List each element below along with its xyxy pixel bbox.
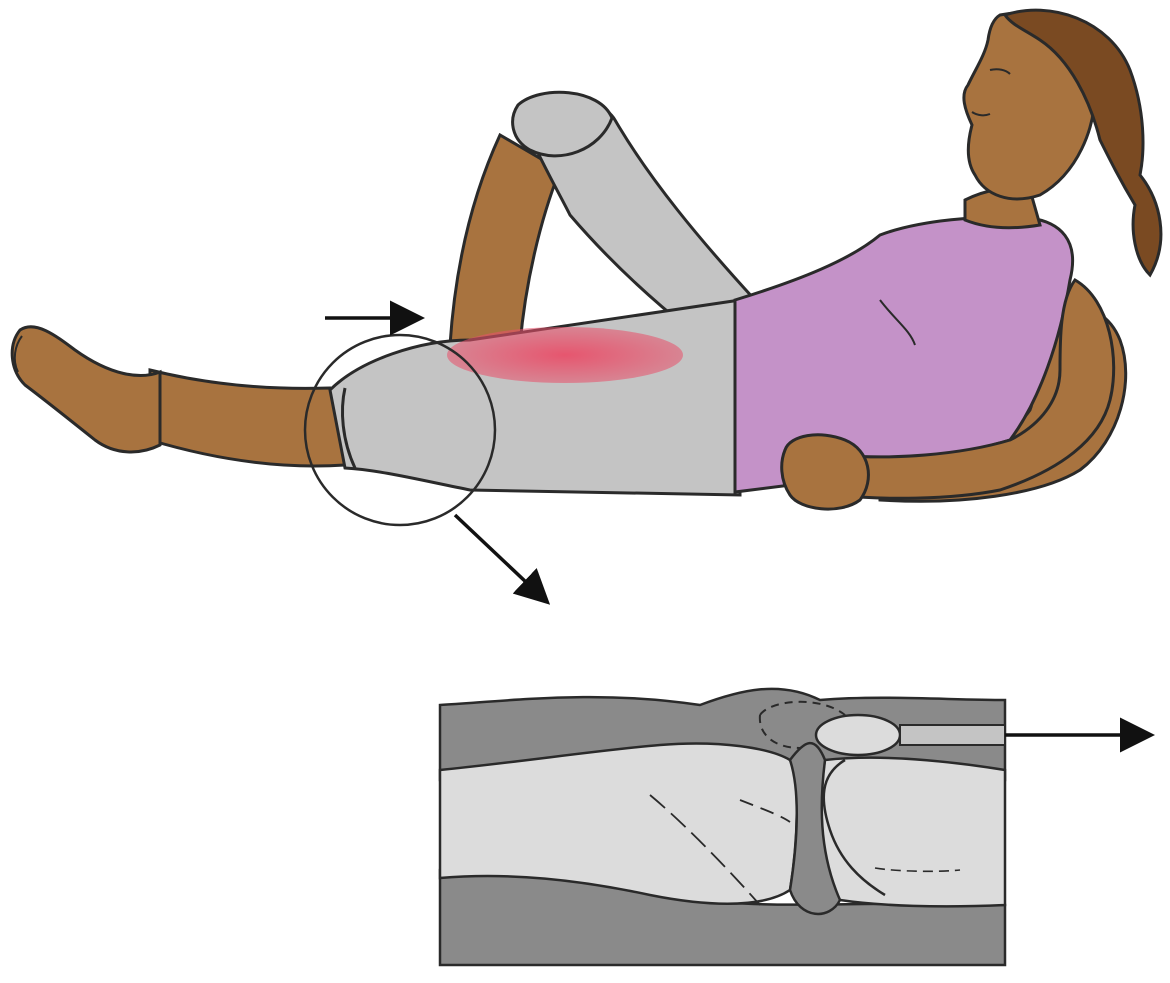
person [12, 10, 1161, 509]
patella [816, 715, 900, 755]
pain-area [447, 327, 683, 383]
knee-cross-section [440, 689, 1005, 965]
tibia-bone [820, 758, 1005, 907]
zoom-arrow-icon [455, 515, 545, 600]
fist [782, 435, 869, 509]
foot [12, 327, 160, 452]
tendon [900, 725, 1005, 745]
